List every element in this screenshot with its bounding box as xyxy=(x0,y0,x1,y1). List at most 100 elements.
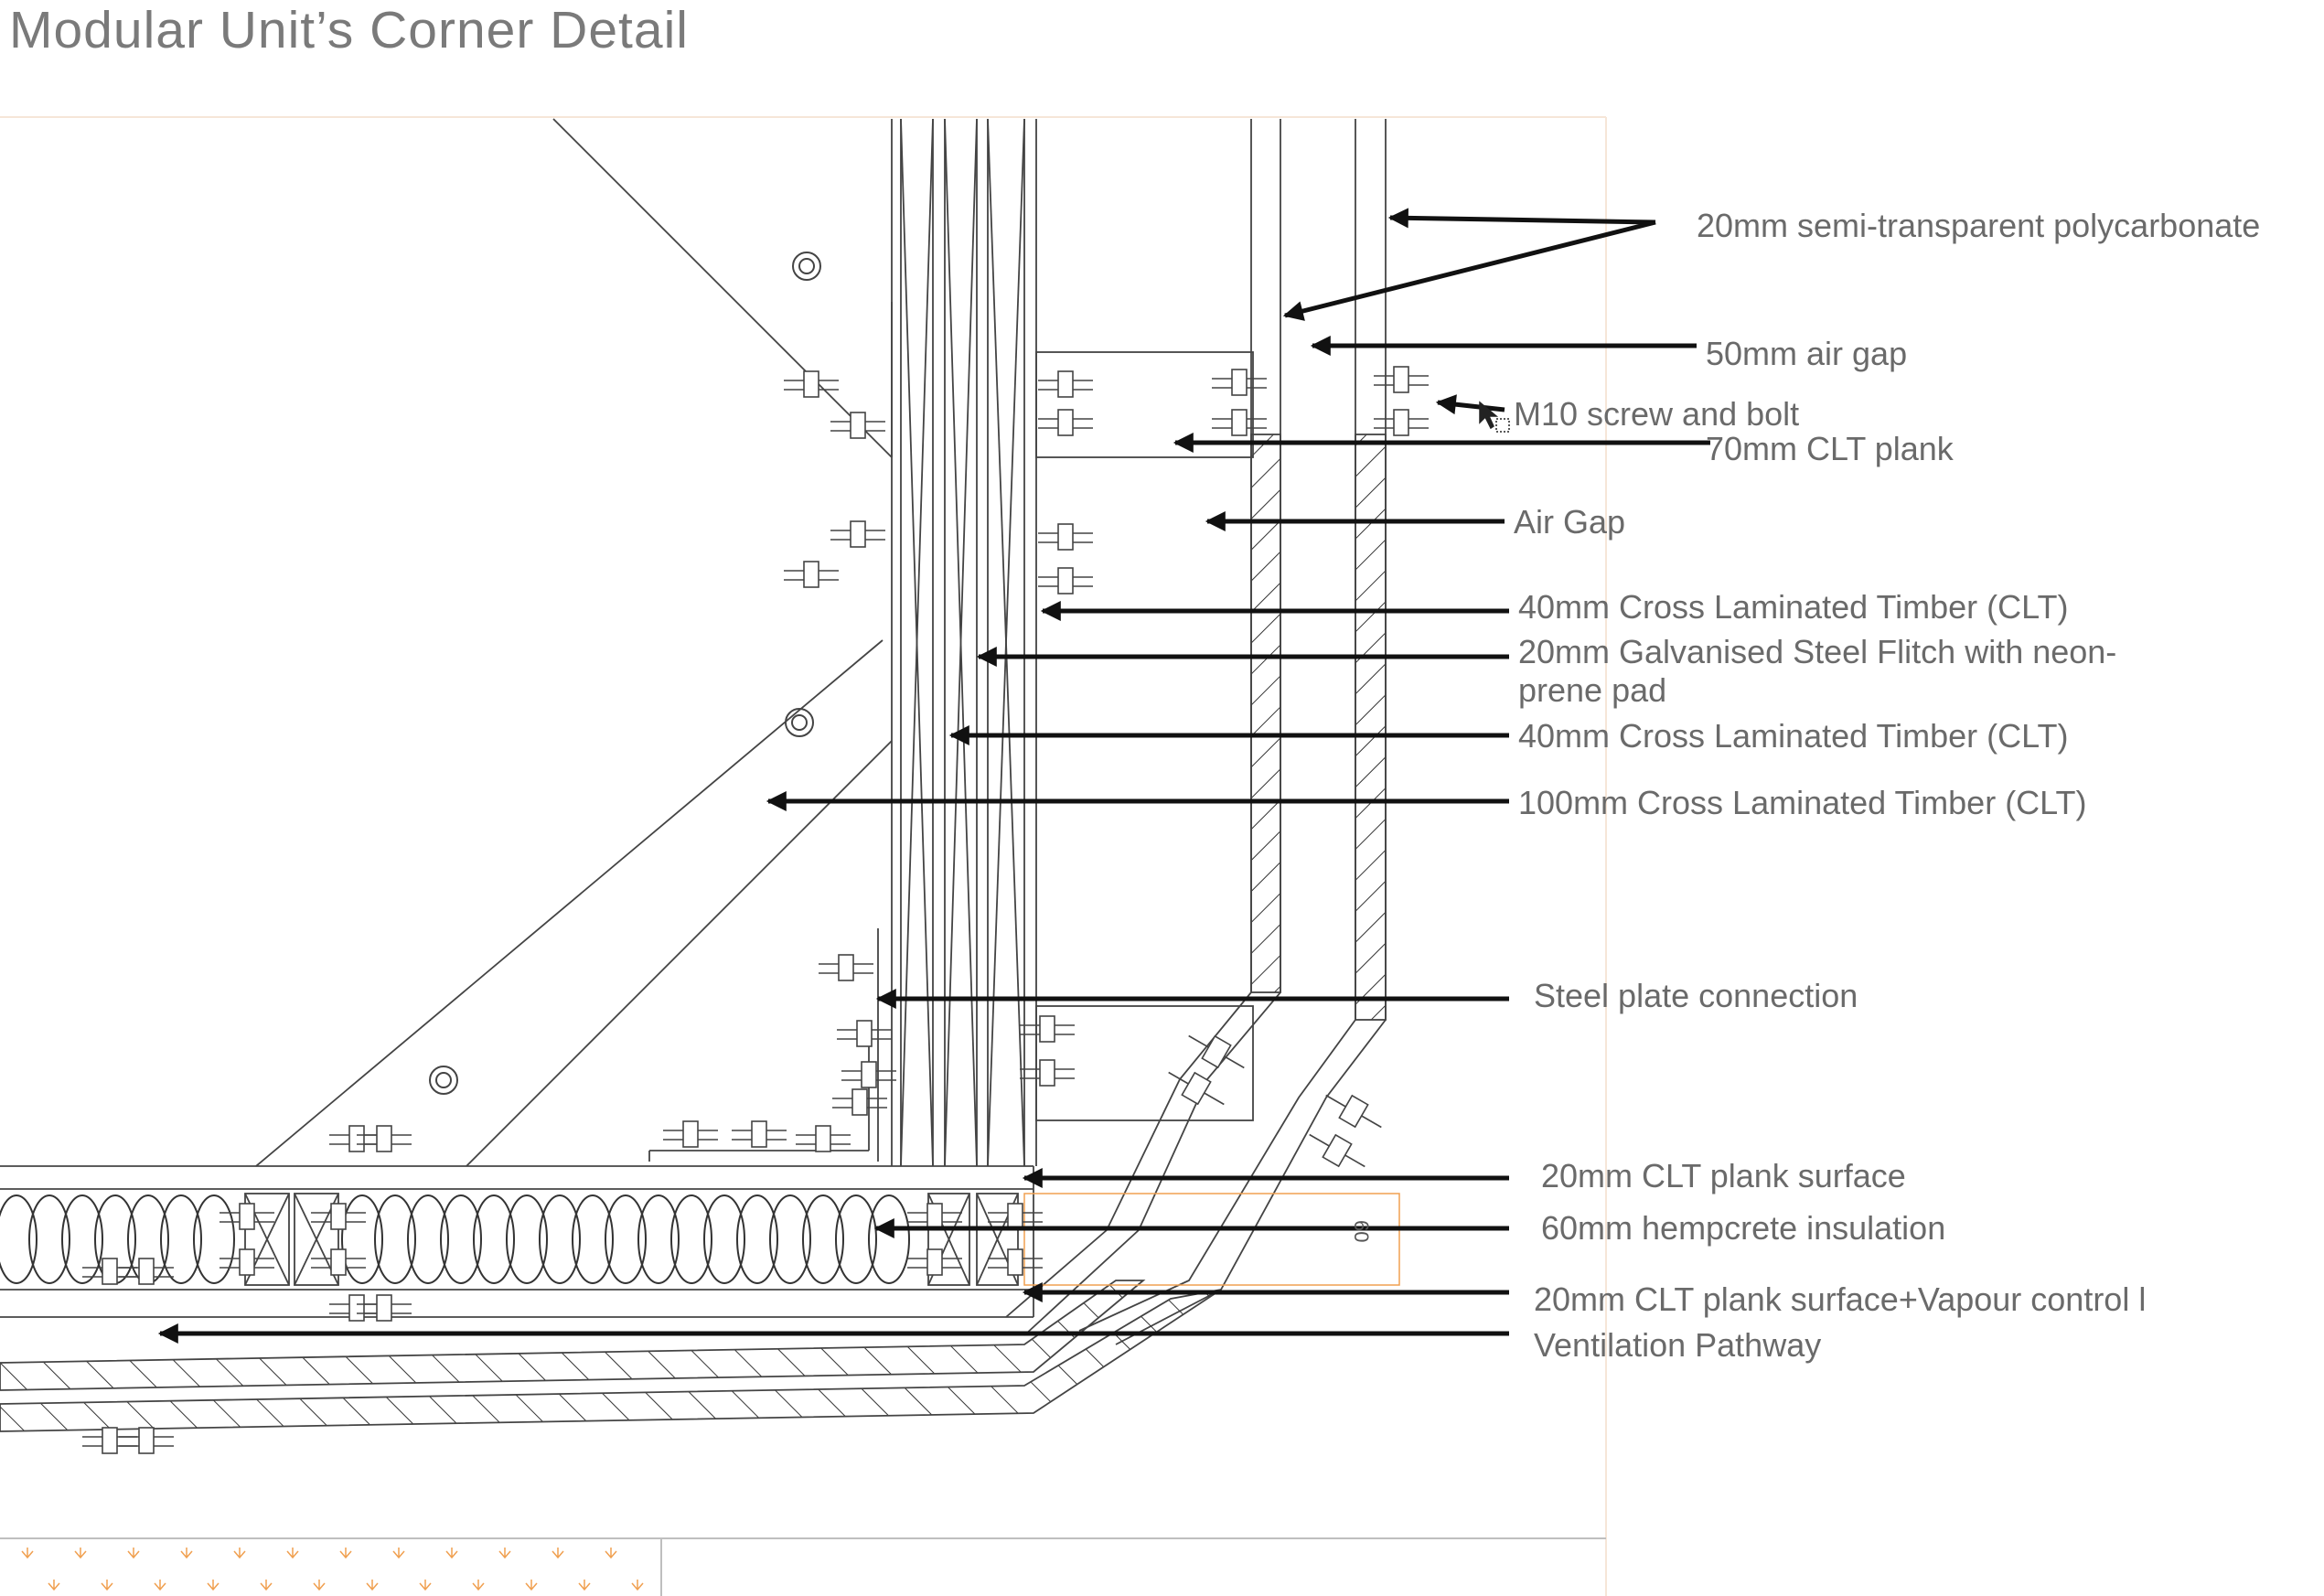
bolt xyxy=(1038,567,1093,594)
bolt xyxy=(832,1088,887,1116)
label-clt-100: 100mm Cross Laminated Timber (CLT) xyxy=(1518,784,2087,821)
bolt xyxy=(1212,409,1267,436)
bolt xyxy=(1020,1015,1075,1043)
label-steel-plate: Steel plate connection xyxy=(1534,977,1858,1014)
bolt xyxy=(1374,366,1429,393)
bolt xyxy=(988,1203,1043,1230)
structure-lines xyxy=(0,118,1400,1432)
label-clt-plank-70: 70mm CLT plank xyxy=(1706,430,1954,467)
ground-mark xyxy=(552,1548,564,1559)
ground-mark xyxy=(21,1548,34,1559)
bolt xyxy=(784,370,839,398)
ground-mark xyxy=(605,1548,617,1559)
ground-mark xyxy=(498,1548,511,1559)
ground-mark xyxy=(233,1548,246,1559)
ground-mark xyxy=(207,1580,220,1591)
label-clt-40-b: 40mm Cross Laminated Timber (CLT) xyxy=(1518,717,2069,755)
ground-mark xyxy=(313,1580,326,1591)
cursor-icon xyxy=(1479,401,1510,433)
bolts xyxy=(82,366,1429,1454)
label-hempcrete: 60mm hempcrete insulation xyxy=(1541,1209,1946,1247)
label-ventilation: Ventilation Pathway xyxy=(1534,1326,1822,1364)
insulation-loop xyxy=(736,1194,778,1284)
ground-mark xyxy=(339,1548,352,1559)
insulation-loop xyxy=(440,1194,482,1284)
label-m10-screw: M10 screw and bolt xyxy=(1514,395,1800,433)
bolt xyxy=(1020,1059,1075,1087)
ground-mark xyxy=(472,1580,485,1591)
bolt xyxy=(311,1248,366,1276)
insulation-loop xyxy=(539,1194,581,1284)
bolt xyxy=(830,412,885,439)
label-air-gap-50: 50mm air gap xyxy=(1706,335,1908,372)
ground-mark xyxy=(127,1548,140,1559)
label-clt-40-a: 40mm Cross Laminated Timber (CLT) xyxy=(1518,588,2069,626)
ground-mark xyxy=(286,1548,299,1559)
ground-mark xyxy=(392,1548,405,1559)
insulation-loop xyxy=(572,1194,614,1284)
ground-mark xyxy=(445,1548,458,1559)
insulation-loop xyxy=(160,1194,202,1284)
bolt xyxy=(1038,370,1093,398)
insulation-loop xyxy=(835,1194,877,1284)
ground-mark xyxy=(260,1580,273,1591)
bolt xyxy=(220,1248,274,1276)
bolt xyxy=(784,561,839,588)
bolt xyxy=(796,1125,851,1152)
leader-arrows xyxy=(157,208,1710,1344)
bolt xyxy=(837,1020,892,1047)
bolt xyxy=(663,1120,718,1148)
label-polycarbonate: 20mm semi-transparent polycarbonate xyxy=(1697,207,2261,244)
corner-bolt xyxy=(1168,1071,1225,1106)
bolt xyxy=(220,1203,274,1230)
ground-mark xyxy=(180,1548,193,1559)
label-clt-vapour: 20mm CLT plank surface+Vapour control l xyxy=(1534,1280,2147,1318)
label-steel-flitch: 20mm Galvanised Steel Flitch with neon-p… xyxy=(1518,633,2117,709)
bolt xyxy=(830,520,885,548)
bolt xyxy=(357,1294,412,1322)
insulation-loop xyxy=(605,1194,647,1284)
insulation-loop xyxy=(374,1194,416,1284)
dimension-label: 60 xyxy=(1350,1220,1373,1243)
ground-mark xyxy=(419,1580,432,1591)
ground-mark xyxy=(154,1580,166,1591)
label-clt-surface-20: 20mm CLT plank surface xyxy=(1541,1157,1906,1194)
insulation-loop xyxy=(407,1194,449,1284)
ground-mark xyxy=(101,1580,113,1591)
ground-mark xyxy=(74,1548,87,1559)
bolt xyxy=(907,1248,962,1276)
hempcrete-insulation xyxy=(0,1194,910,1284)
bolt xyxy=(82,1427,137,1454)
ground-mark xyxy=(631,1580,644,1591)
insulation-loop xyxy=(769,1194,811,1284)
insulation-loop xyxy=(473,1194,515,1284)
insulation-loop xyxy=(670,1194,712,1284)
ground-mark xyxy=(525,1580,538,1591)
ground-mark xyxy=(578,1580,591,1591)
insulation-loop xyxy=(868,1194,910,1284)
bolt xyxy=(988,1248,1043,1276)
insulation-loop xyxy=(61,1194,103,1284)
bolt xyxy=(357,1125,412,1152)
page-title: Modular Unit’s Corner Detail xyxy=(9,1,689,59)
insulation-loop xyxy=(703,1194,745,1284)
insulation-loop xyxy=(637,1194,680,1284)
bolt xyxy=(311,1203,366,1230)
bolt xyxy=(119,1427,174,1454)
corner-bolt xyxy=(1188,1034,1245,1069)
drawing-frame xyxy=(0,116,1607,1596)
insulation-loop xyxy=(802,1194,844,1284)
bolt xyxy=(841,1061,896,1088)
bolt xyxy=(819,954,873,981)
bolt xyxy=(1038,409,1093,436)
insulation-loop xyxy=(193,1194,235,1284)
bolt xyxy=(1374,409,1429,436)
ground-mark xyxy=(366,1580,379,1591)
bolt xyxy=(119,1258,174,1285)
bolt xyxy=(329,1125,384,1152)
label-air-gap: Air Gap xyxy=(1514,503,1626,541)
insulation-loop xyxy=(341,1194,383,1284)
bolt xyxy=(907,1203,962,1230)
bolt xyxy=(1038,523,1093,551)
